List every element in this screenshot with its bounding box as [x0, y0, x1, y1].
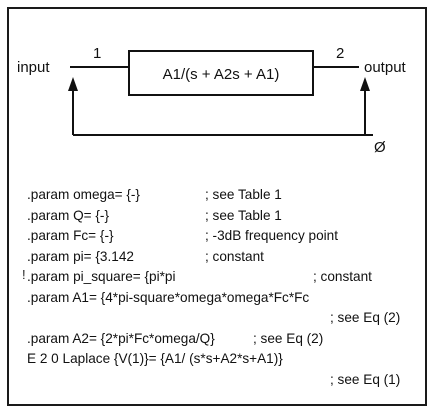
transfer-function-block: [128, 50, 314, 96]
stray-mark: !: [22, 267, 26, 282]
netlist-line: ; see Eq (1): [27, 370, 429, 391]
netlist-line: .param Q= {-} ; see Table 1: [27, 206, 429, 227]
input-label: input: [17, 59, 50, 76]
spice-netlist: .param omega= {-} ; see Table 1 .param Q…: [27, 185, 429, 390]
netlist-line: .param omega= {-} ; see Table 1: [27, 185, 429, 206]
transfer-function-label: A1/(s + A2s + A1): [163, 66, 280, 83]
netlist-comment: ; see Eq (2): [330, 310, 401, 325]
node-2-label: 2: [336, 45, 344, 62]
netlist-comment: ; see Eq (1): [330, 371, 401, 387]
output-arrow-head: [360, 77, 370, 91]
netlist-code: E 2 0 Laplace {V(1)}= {A1/ (s*s+A2*s+A1)…: [27, 351, 283, 366]
netlist-comment: ; see Table 1: [205, 187, 282, 202]
netlist-line: .param A1= {4*pi-square*omega*omega*Fc*F…: [27, 288, 429, 309]
netlist-code: .param Q= {-}: [27, 207, 109, 223]
netlist-line: .param pi_square= {pi*pi ; constant: [27, 267, 429, 288]
output-label: output: [364, 59, 407, 76]
ground-symbol: Ø: [374, 139, 386, 156]
netlist-line: .param A2= {2*pi*Fc*omega/Q} ; see Eq (2…: [27, 329, 429, 350]
netlist-code: .param pi= {3.142: [27, 248, 134, 264]
netlist-code: .param pi_square= {pi*pi: [27, 269, 176, 284]
netlist-comment: ; constant: [313, 269, 372, 284]
netlist-code: .param Fc= {-}: [27, 228, 114, 243]
netlist-code: .param A1= {4*pi-square*omega*omega*Fc*F…: [27, 289, 310, 305]
netlist-line: .param pi= {3.142 ; constant: [27, 247, 429, 268]
node-1-label: 1: [93, 45, 101, 62]
netlist-line: E 2 0 Laplace {V(1)}= {A1/ (s*s+A2*s+A1)…: [27, 349, 429, 370]
netlist-line: .param Fc= {-} ; -3dB frequency point: [27, 226, 429, 247]
netlist-comment: ; see Eq (2): [253, 330, 324, 346]
input-arrow-head: [68, 77, 78, 91]
laplace-block-schematic: input output 1 2 A1/(s + A2s + A1) Ø: [17, 45, 407, 156]
netlist-comment: ; -3dB frequency point: [205, 228, 338, 243]
netlist-comment: ; constant: [205, 248, 264, 264]
figure-frame: input output 1 2 A1/(s + A2s + A1) Ø .pa…: [7, 7, 427, 406]
netlist-code: .param omega= {-}: [27, 187, 140, 202]
netlist-code: .param A2= {2*pi*Fc*omega/Q}: [27, 330, 215, 346]
netlist-line: ; see Eq (2): [27, 308, 429, 329]
netlist-comment: ; see Table 1: [205, 207, 282, 223]
